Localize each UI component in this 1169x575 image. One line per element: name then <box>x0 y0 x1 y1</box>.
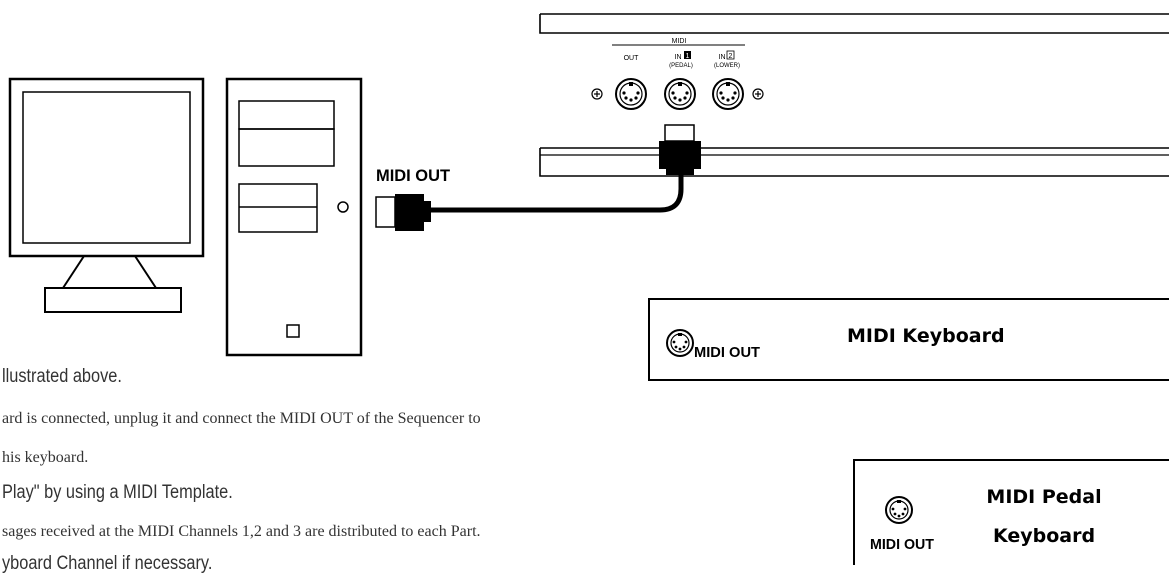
instruction-line: ard is connected, unplug it and connect … <box>2 410 481 427</box>
port-in1-sub: (PEDAL) <box>669 63 693 69</box>
midi-keyboard-port-label: MIDI OUT <box>694 344 760 361</box>
port-in2-label: IN <box>719 54 726 61</box>
port-in1-number-box <box>684 51 691 59</box>
midi-pedal-name-line2: Keyboard <box>993 525 1095 547</box>
midi-jack-out-icon[interactable] <box>615 78 647 110</box>
port-in1-label: IN <box>675 54 682 61</box>
instruction-line: sages received at the MIDI Channels 1,2 … <box>2 523 481 540</box>
instruction-line: yboard Channel if necessary. <box>2 553 213 574</box>
instruction-line: his keyboard. <box>2 449 89 466</box>
midi-port-labels: MIDI OUT IN 1 (PEDAL) IN 2 (LOWER) <box>612 38 745 69</box>
pc-tower-icon <box>225 77 363 357</box>
midi-group-label: MIDI <box>672 38 687 45</box>
screw-icon <box>752 88 764 100</box>
instruction-line: llustrated above. <box>2 366 122 387</box>
port-out-label: OUT <box>624 55 640 62</box>
midi-jack-in2-icon[interactable] <box>712 78 744 110</box>
port-in2-sub: (LOWER) <box>714 63 740 69</box>
port-in1-number: 1 <box>686 53 690 60</box>
monitor-icon <box>8 77 205 313</box>
port-in2-number: 2 <box>729 53 733 60</box>
midi-cable <box>375 124 701 231</box>
screw-icon <box>591 88 603 100</box>
midi-keyboard-port-icon <box>666 329 694 357</box>
midi-pedal-keyboard-device: MIDI OUT MIDI Pedal Keyboard <box>853 459 1169 565</box>
midi-pedal-port-icon <box>885 496 913 524</box>
midi-pedal-port-label: MIDI OUT <box>870 536 934 553</box>
midi-keyboard-device: MIDI OUT MIDI Keyboard <box>648 298 1169 381</box>
midi-pedal-name-line1: MIDI Pedal <box>986 486 1101 508</box>
organ-panel <box>539 13 1169 177</box>
midi-jack-in1-icon[interactable] <box>664 78 696 110</box>
instruction-line: Play" by using a MIDI Template. <box>2 482 233 503</box>
computer-midi-out-label: MIDI OUT <box>376 166 451 185</box>
port-in2-number-box <box>726 50 735 60</box>
midi-keyboard-name: MIDI Keyboard <box>847 325 1005 347</box>
